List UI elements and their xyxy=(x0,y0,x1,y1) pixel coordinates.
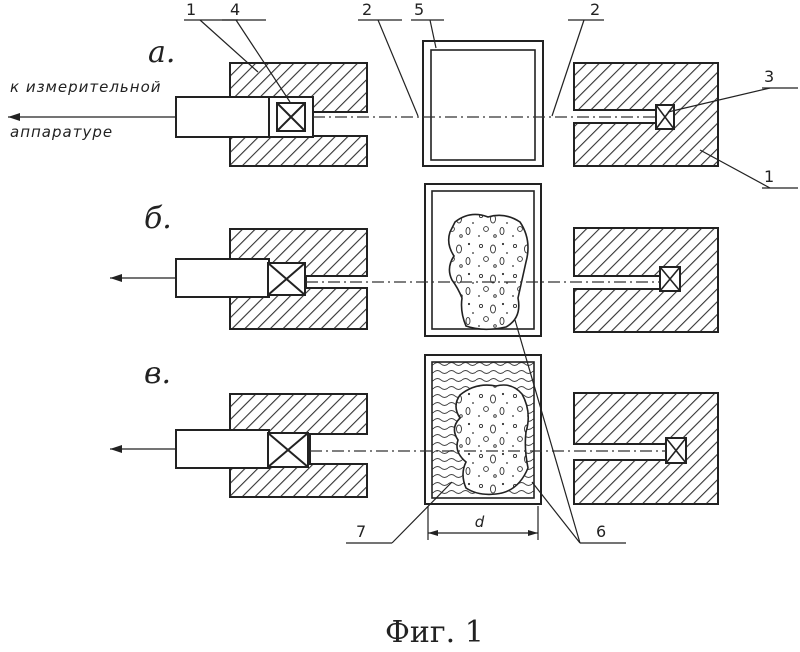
label-6: 6 xyxy=(596,522,606,541)
transducer-right-c-icon xyxy=(666,438,686,463)
transducer-4-icon xyxy=(269,97,313,137)
transducer-3-icon xyxy=(656,105,674,129)
label-1-right: 1 xyxy=(764,167,774,186)
porous-sample-c xyxy=(454,385,528,494)
label-d: d xyxy=(475,513,486,531)
label-4: 4 xyxy=(230,0,240,19)
transducer-left-b-icon xyxy=(268,263,305,295)
right-block-c xyxy=(574,393,718,504)
left-block-b xyxy=(110,229,367,329)
container-c xyxy=(425,355,541,504)
side-label-line2: аппаратуре xyxy=(10,123,113,141)
dimension-d: d xyxy=(428,506,538,540)
label-3: 3 xyxy=(764,67,774,86)
row-label-b: б. xyxy=(144,201,172,236)
right-block-a xyxy=(574,63,718,166)
row-c xyxy=(110,355,718,504)
label-5: 5 xyxy=(414,0,424,19)
side-label-line1: к измерительной xyxy=(10,78,162,96)
transducer-left-c-icon xyxy=(268,433,308,467)
label-2-left: 2 xyxy=(362,0,372,19)
left-block-a xyxy=(176,63,367,166)
right-block-b xyxy=(574,228,718,332)
row-label-a: а. xyxy=(148,35,175,70)
label-2-right: 2 xyxy=(590,0,600,19)
container-b xyxy=(425,184,541,336)
row-a xyxy=(110,41,718,166)
label-1-top: 1 xyxy=(186,0,196,19)
figure-caption: Фиг. 1 xyxy=(385,615,484,650)
row-b xyxy=(110,184,718,336)
row-label-c: в. xyxy=(144,356,171,391)
container-5 xyxy=(423,41,543,166)
transducer-right-b-icon xyxy=(660,267,680,291)
left-block-c xyxy=(110,394,367,497)
label-7: 7 xyxy=(356,522,366,541)
